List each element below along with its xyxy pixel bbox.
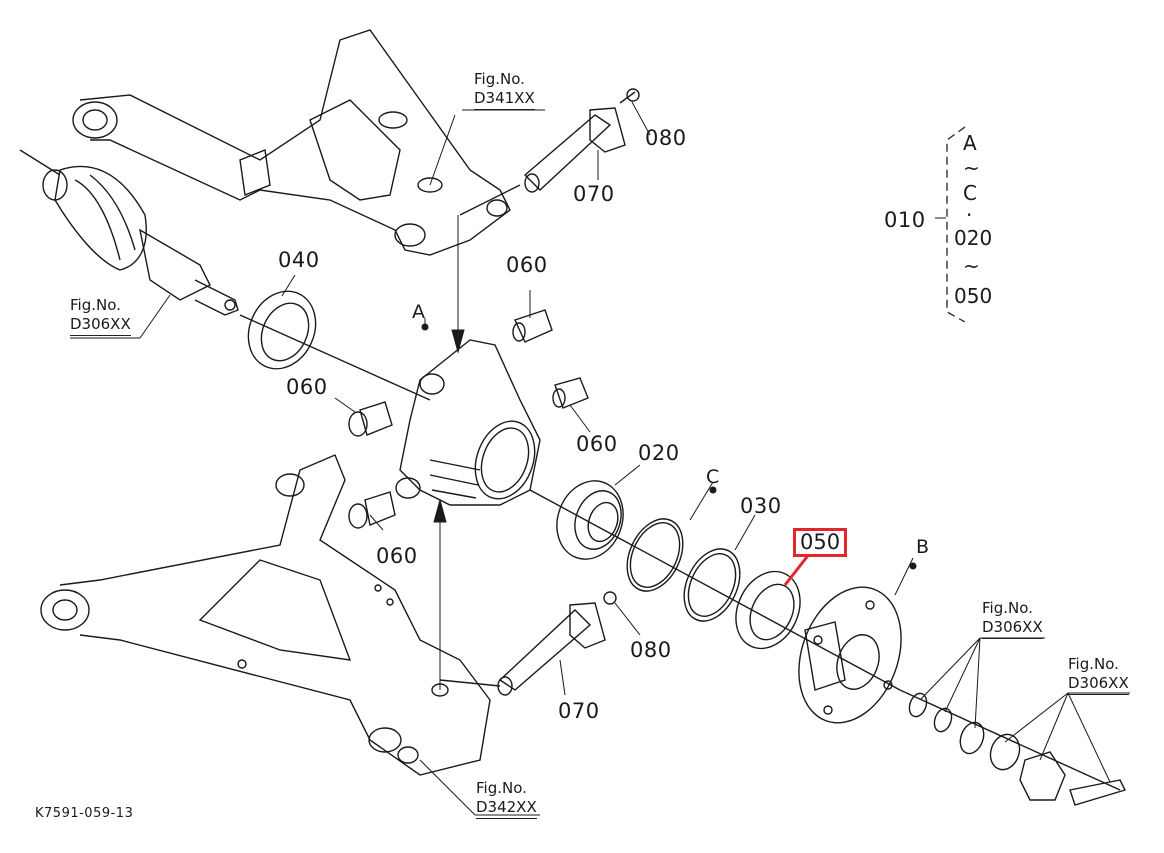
leader-lines <box>70 101 1130 816</box>
wheel-hub-b <box>798 586 902 724</box>
fig-ref-line1: Fig.No. <box>476 779 527 797</box>
part-label-020[interactable]: 020 <box>638 441 680 465</box>
part-label-070[interactable]: 070 <box>573 182 615 206</box>
point-label-c: C <box>706 466 720 488</box>
seal-050 <box>735 552 812 650</box>
circlip-030 <box>683 548 741 622</box>
assembly-item-050: 050 <box>954 284 993 308</box>
fig-ref-line2: D306XX <box>70 315 131 336</box>
fig-ref-line1: Fig.No. <box>1068 655 1119 673</box>
lower-control-arm <box>40 454 491 776</box>
assembly-item-tilde2: ~ <box>963 254 980 278</box>
diagram-reference-code: K7591-059-13 <box>35 806 134 821</box>
fig-ref-line2: D341XX <box>474 89 535 110</box>
assembly-item-tilde: ~ <box>963 156 980 180</box>
lower-pin-assembly <box>439 591 617 696</box>
fig-ref-d306xx-right2[interactable]: Fig.No. D306XX <box>1068 655 1129 695</box>
fig-ref-d342xx[interactable]: Fig.No. D342XX <box>476 779 537 819</box>
part-label-060[interactable]: 060 <box>376 544 418 568</box>
assembly-label-010[interactable]: 010 <box>884 208 926 232</box>
oil-seal-040 <box>239 290 431 401</box>
assembly-item-c: C <box>963 181 977 205</box>
upper-pin-assembly <box>459 88 640 216</box>
point-label-b: B <box>916 536 930 558</box>
bushings-060 <box>348 309 589 529</box>
point-label-a: A <box>412 301 425 323</box>
assembly-bracket <box>946 126 966 322</box>
part-label-080[interactable]: 080 <box>630 638 672 662</box>
upper-control-arm <box>72 29 511 256</box>
fig-ref-line1: Fig.No. <box>982 599 1033 617</box>
assembly-item-dot: · <box>966 203 973 227</box>
fig-ref-line2: D306XX <box>1068 674 1129 695</box>
fig-ref-d306xx-left[interactable]: Fig.No. D306XX <box>70 296 131 336</box>
drive-shaft <box>19 149 239 316</box>
fig-ref-line1: Fig.No. <box>474 70 525 88</box>
part-label-060[interactable]: 060 <box>576 432 618 456</box>
assembly-item-020: 020 <box>954 226 993 250</box>
part-label-070[interactable]: 070 <box>558 699 600 723</box>
fig-ref-line2: D306XX <box>982 618 1043 639</box>
washers-nut <box>899 689 1126 806</box>
steering-knuckle <box>395 339 541 506</box>
bearing-020 <box>529 480 901 691</box>
fig-ref-line2: D342XX <box>476 798 537 819</box>
part-label-050-highlighted[interactable]: 050 <box>793 528 848 557</box>
fig-ref-d306xx-right1[interactable]: Fig.No. D306XX <box>982 599 1043 639</box>
part-label-030[interactable]: 030 <box>740 494 782 518</box>
part-label-060[interactable]: 060 <box>506 253 548 277</box>
part-label-080[interactable]: 080 <box>645 126 687 150</box>
assembly-item-a: A <box>963 131 977 155</box>
part-label-060[interactable]: 060 <box>286 375 328 399</box>
part-label-040[interactable]: 040 <box>278 248 320 272</box>
fig-ref-d341xx[interactable]: Fig.No. D341XX <box>474 70 535 110</box>
fig-ref-line1: Fig.No. <box>70 296 121 314</box>
snap-ring-c <box>626 518 684 592</box>
